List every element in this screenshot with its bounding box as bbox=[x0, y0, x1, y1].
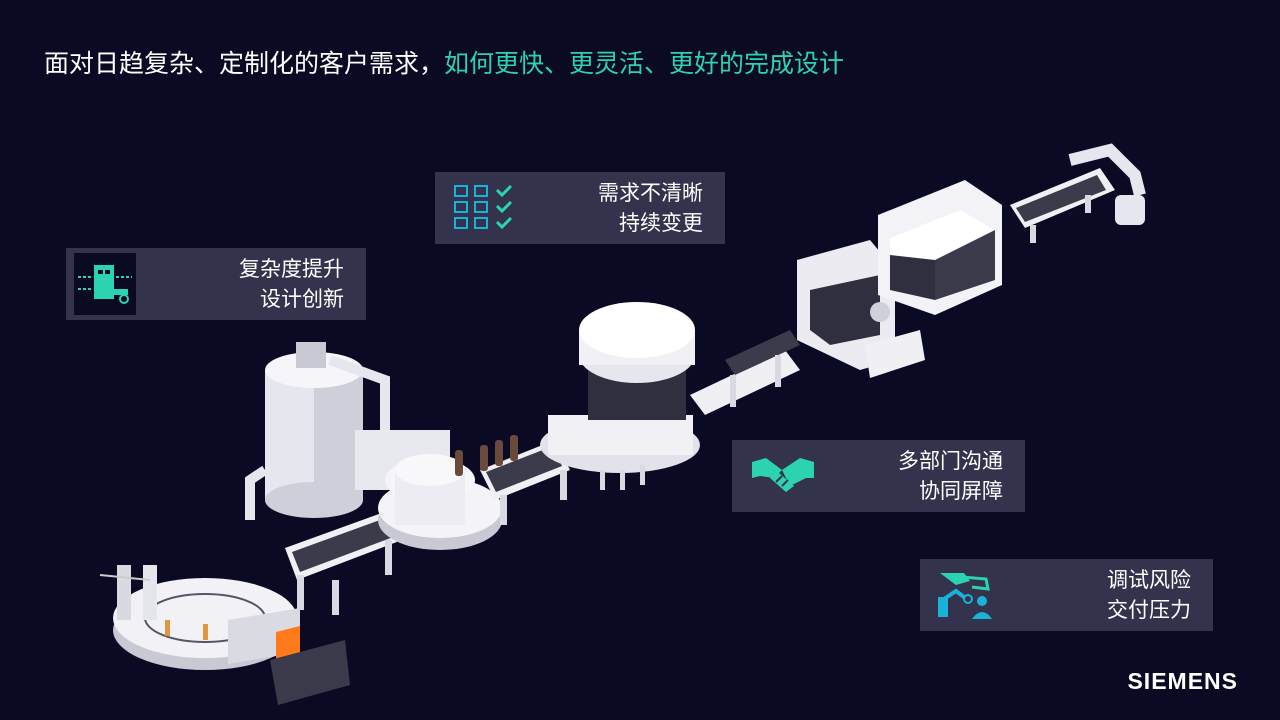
title-part-white: 面对日趋复杂、定制化的客户需求， bbox=[44, 49, 445, 78]
callout-complexity-line1: 复杂度提升 bbox=[239, 257, 344, 281]
callout-commissioning-line1: 调试风险 bbox=[1107, 568, 1191, 592]
callout-requirements: 需求不清晰 持续变更 bbox=[435, 172, 725, 244]
callout-collaboration-line1: 多部门沟通 bbox=[898, 449, 1003, 473]
callout-complexity-line2: 设计创新 bbox=[260, 287, 344, 311]
callout-requirements-line2: 持续变更 bbox=[619, 211, 703, 235]
rotary-labeller bbox=[540, 302, 700, 490]
storage-tank bbox=[245, 342, 390, 520]
callout-complexity: 复杂度提升 设计创新 bbox=[66, 248, 366, 320]
handshake-icon bbox=[752, 458, 814, 492]
conveyor-3 bbox=[690, 330, 800, 415]
packaging-machine bbox=[878, 180, 1002, 315]
machine-conveyor-icon bbox=[74, 253, 136, 315]
robot-arm-operator-icon bbox=[938, 573, 992, 619]
bottle-rotary-table bbox=[355, 430, 502, 550]
callout-collaboration: 多部门沟通 协同屏障 bbox=[732, 440, 1025, 512]
checklist-icon bbox=[454, 184, 513, 230]
page-title: 面对日趋复杂、定制化的客户需求，如何更快、更灵活、更好的完成设计 bbox=[44, 44, 844, 80]
callout-requirements-line1: 需求不清晰 bbox=[598, 181, 703, 205]
callout-commissioning-line2: 交付压力 bbox=[1107, 598, 1191, 622]
callout-collaboration-line2: 协同屏障 bbox=[919, 479, 1003, 503]
filling-machine bbox=[797, 240, 925, 378]
conveyor-1 bbox=[285, 510, 402, 615]
callout-commissioning: 调试风险 交付压力 bbox=[920, 559, 1213, 631]
end-conveyor-with-robot bbox=[1010, 143, 1146, 243]
title-part-accent: 如何更快、更灵活、更好的完成设计 bbox=[444, 49, 845, 78]
siemens-logo: SIEMENS bbox=[1127, 668, 1238, 694]
rotary-filler-station bbox=[99, 565, 350, 705]
